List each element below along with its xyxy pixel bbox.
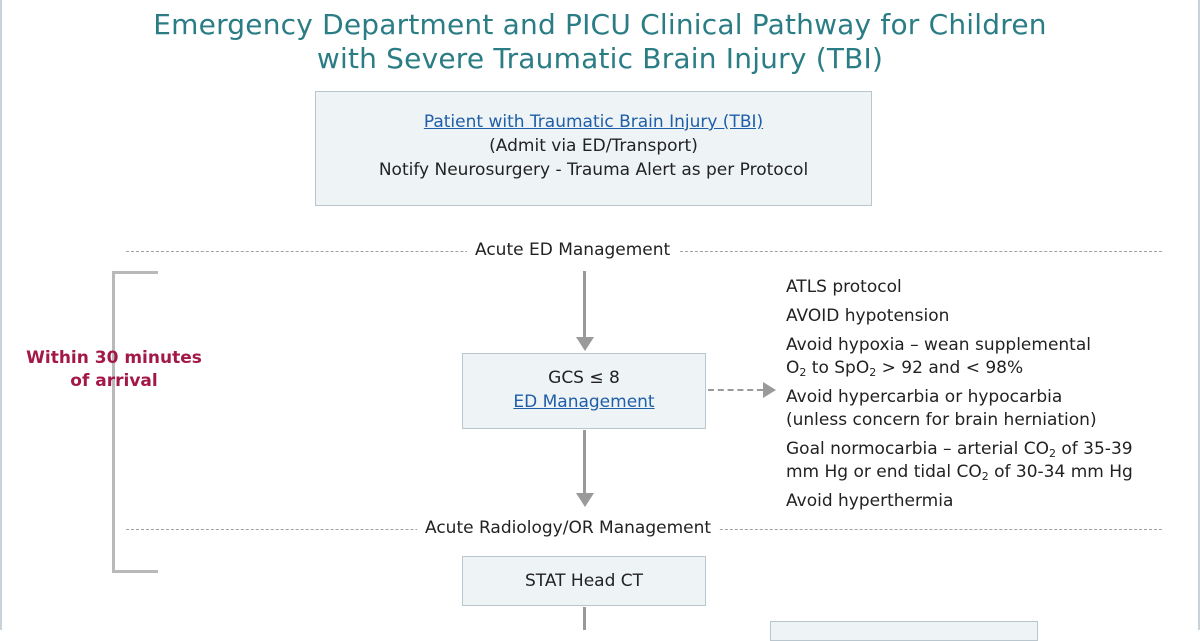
note-avoid-hyperthermia: Avoid hyperthermia (786, 491, 954, 511)
arrow-to-gcs-head (576, 337, 594, 351)
bracket-label-line-1: Within 30 minutes (26, 348, 202, 368)
acute-radiology-label: Acute Radiology/OR Management (417, 517, 720, 539)
acute-ed-label: Acute ED Management (467, 239, 679, 261)
note-hypoxia-line-2: O2 to SpO2 > 92 and < 98% (786, 358, 1024, 379)
bracket-label-line-2: of arrival (70, 371, 158, 391)
page-title: Emergency Department and PICU Clinical P… (0, 8, 1200, 76)
note-atls: ATLS protocol (786, 277, 902, 297)
note-normocarbia-line-2: mm Hg or end tidal CO2 of 30-34 mm Hg (786, 462, 1133, 483)
within-30-minutes-label: Within 30 minutes of arrival (0, 347, 228, 393)
note-avoid-hypoxia: Avoid hypoxia – wean supplemental O2 to … (786, 334, 1191, 380)
patient-tbi-box: Patient with Traumatic Brain Injury (TBI… (315, 91, 872, 206)
ed-management-link[interactable]: ED Management (513, 392, 655, 412)
stat-head-ct-box: STAT Head CT (462, 556, 706, 606)
ed-management-notes: ATLS protocol AVOID hypotension Avoid hy… (786, 276, 1191, 519)
note-normocarbia-line-1: Goal normocarbia – arterial CO2 of 35-39 (786, 439, 1133, 460)
time-bracket (112, 271, 158, 573)
arrow-below-ct-line (583, 607, 586, 630)
next-step-box-partial (770, 621, 1038, 641)
arrow-to-radiology-line (583, 430, 586, 494)
dashed-arrow-to-notes-head (763, 382, 776, 398)
notify-neurosurgery-text: Notify Neurosurgery - Trauma Alert as pe… (378, 160, 809, 180)
note-hypercarbia-line-1: Avoid hypercarbia or hypocarbia (786, 387, 1063, 407)
dashed-arrow-to-notes-line (708, 389, 763, 391)
right-border (1198, 0, 1200, 630)
admit-text: (Admit via ED/Transport) (489, 136, 698, 156)
note-hypoxia-line-1: Avoid hypoxia – wean supplemental (786, 335, 1091, 355)
title-line-1: Emergency Department and PICU Clinical P… (153, 8, 1047, 41)
arrow-to-gcs-line (583, 271, 586, 339)
patient-tbi-link[interactable]: Patient with Traumatic Brain Injury (TBI… (423, 112, 764, 132)
note-avoid-hypercarbia: Avoid hypercarbia or hypocarbia (unless … (786, 386, 1191, 432)
note-goal-normocarbia: Goal normocarbia – arterial CO2 of 35-39… (786, 438, 1191, 484)
gcs-text: GCS ≤ 8 (548, 368, 620, 388)
title-line-2: with Severe Traumatic Brain Injury (TBI) (316, 42, 884, 75)
left-border (0, 0, 2, 630)
note-hypercarbia-line-2: (unless concern for brain herniation) (786, 410, 1097, 430)
note-avoid-hypotension: AVOID hypotension (786, 306, 950, 326)
gcs-box: GCS ≤ 8 ED Management (462, 353, 706, 429)
stat-head-ct-text: STAT Head CT (524, 571, 644, 591)
arrow-to-radiology-head (576, 493, 594, 507)
